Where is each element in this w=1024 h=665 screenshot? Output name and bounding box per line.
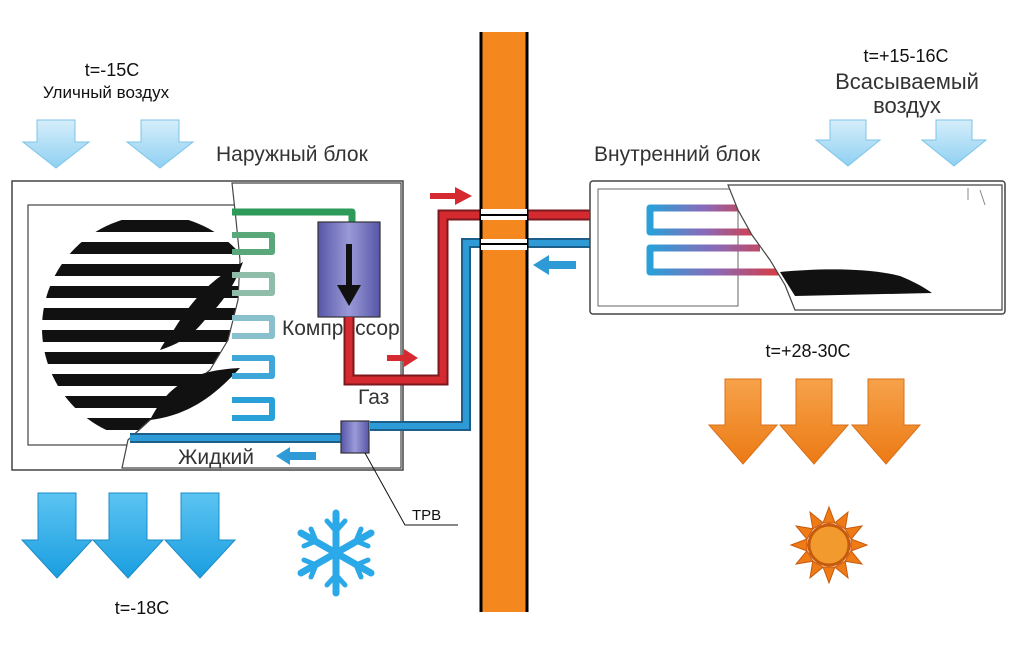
intake-arrow-1 — [21, 119, 91, 169]
gas-flow-arrow-bottom — [387, 349, 418, 367]
indoor-intake-temp: t=+15-16C — [863, 46, 948, 66]
outdoor-exhaust-arrows — [20, 492, 237, 579]
exhaust-arrow-3 — [163, 492, 237, 579]
snowflake-icon — [297, 509, 375, 597]
outdoor-unit-label: Наружный блок — [216, 143, 369, 166]
indoor-intake-arrow-2 — [920, 119, 988, 167]
trv-leader-line — [364, 452, 458, 526]
trv-valve — [340, 420, 370, 454]
gas-flow-arrow-top — [430, 187, 472, 205]
indoor-intake-arrow-1 — [814, 119, 882, 167]
fan-blade — [150, 368, 240, 420]
indoor-unit-label: Внутренний блок — [594, 143, 761, 166]
outdoor-air-label: Уличный воздух — [43, 83, 170, 102]
exhaust-arrow-2 — [91, 492, 165, 579]
trv-label: ТРВ — [412, 507, 441, 524]
output-arrow-3 — [850, 378, 922, 465]
sun-icon — [789, 505, 869, 585]
indoor-unit — [589, 180, 1006, 315]
indoor-intake-label-2: воздух — [873, 93, 941, 118]
liquid-flow-arrow-indoor — [533, 255, 576, 275]
output-arrow-1 — [707, 378, 779, 465]
indoor-output-temp: t=+28-30C — [765, 341, 850, 361]
indoor-intake-arrows — [814, 119, 988, 167]
outdoor-air-temp: t=-15C — [85, 60, 140, 80]
compressor — [317, 221, 381, 318]
compressor-label: Компрессор — [282, 317, 400, 340]
outdoor-exhaust-temp: t=-18C — [115, 598, 170, 618]
indoor-output-arrows — [707, 378, 922, 465]
exhaust-arrow-1 — [20, 492, 94, 579]
outdoor-intake-arrows — [21, 119, 195, 169]
indoor-intake-label-1: Всасываемый — [835, 69, 979, 94]
gas-label: Газ — [358, 386, 389, 409]
liquid-flow-arrow — [276, 447, 316, 465]
output-arrow-2 — [778, 378, 850, 465]
wall — [479, 32, 529, 612]
arrow-down-icon — [337, 244, 361, 306]
liquid-label: Жидкий — [178, 446, 254, 469]
intake-arrow-2 — [125, 119, 195, 169]
fan-blade — [160, 305, 215, 350]
indoor-louver — [780, 269, 932, 296]
